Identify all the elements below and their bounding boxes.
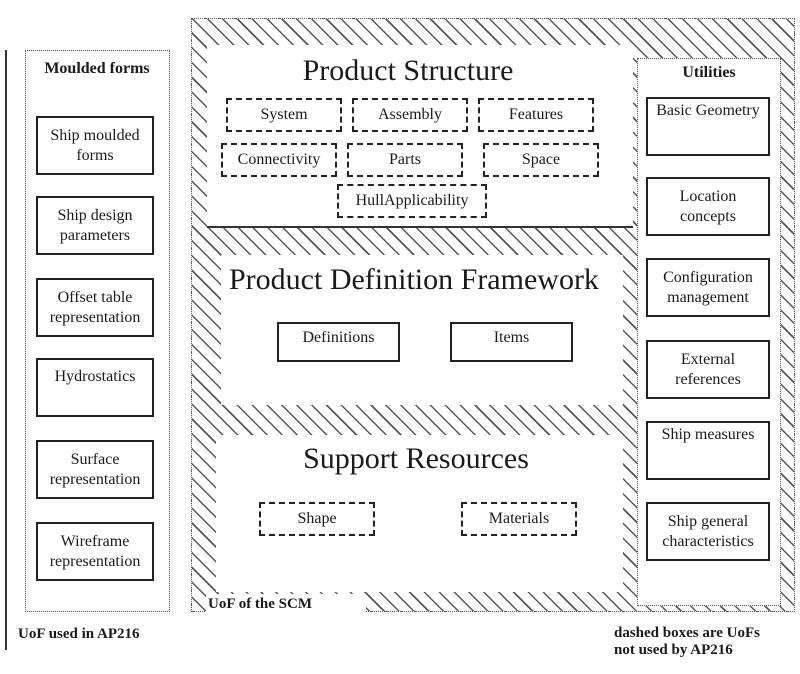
pdf-item-definitions: Definitions	[277, 322, 400, 362]
utilities-item-ship-measures: Ship measures	[646, 421, 770, 480]
product-definition-framework-title: Product Definition Framework	[229, 263, 599, 296]
utilities-item-location-concepts: Location concepts	[646, 177, 770, 236]
support-resources-title: Support Resources	[303, 442, 529, 475]
utilities-item-external-references: External references	[646, 340, 770, 399]
scm-label: UoF of the SCM	[206, 594, 366, 614]
uof-materials: Materials	[461, 502, 577, 536]
left-border-line	[5, 50, 7, 650]
uof-shape: Shape	[259, 502, 375, 536]
moulded-forms-title: Moulded forms	[44, 60, 150, 77]
moulded-forms-item-surface-representation: Surface representation	[36, 440, 154, 499]
uof-parts: Parts	[347, 143, 463, 177]
legend-line-1: dashed boxes are UoFs	[614, 625, 760, 641]
legend-line-2: not used by AP216	[614, 642, 733, 658]
uof-connectivity: Connectivity	[221, 143, 337, 177]
moulded-forms-item-offset-table-representation: Offset table representation	[36, 278, 154, 337]
uof-features: Features	[478, 98, 594, 132]
uof-assembly: Assembly	[352, 98, 468, 132]
utilities-item-basic-geometry: Basic Geometry	[646, 97, 770, 156]
pdf-item-items: Items	[450, 322, 573, 362]
moulded-forms-item-wireframe-representation: Wireframe representation	[36, 522, 154, 581]
moulded-forms-item-ship-moulded-forms: Ship moulded forms	[36, 116, 154, 175]
uof-hull-applicability: HullApplicability	[337, 184, 487, 218]
uof-space: Space	[483, 143, 599, 177]
product-structure-title: Product Structure	[302, 54, 514, 87]
utilities-item-configuration-management: Configuration management	[646, 258, 770, 317]
utilities-item-ship-general-characteristics: Ship general characteristics	[646, 502, 770, 561]
moulded-forms-item-hydrostatics: Hydrostatics	[36, 358, 154, 417]
utilities-title: Utilities	[682, 64, 736, 81]
uof-system: System	[226, 98, 342, 132]
moulded-forms-item-ship-design-parameters: Ship design parameters	[36, 196, 154, 255]
ap216-label: UoF used in AP216	[18, 626, 140, 642]
moulded-forms-panel	[25, 50, 170, 612]
